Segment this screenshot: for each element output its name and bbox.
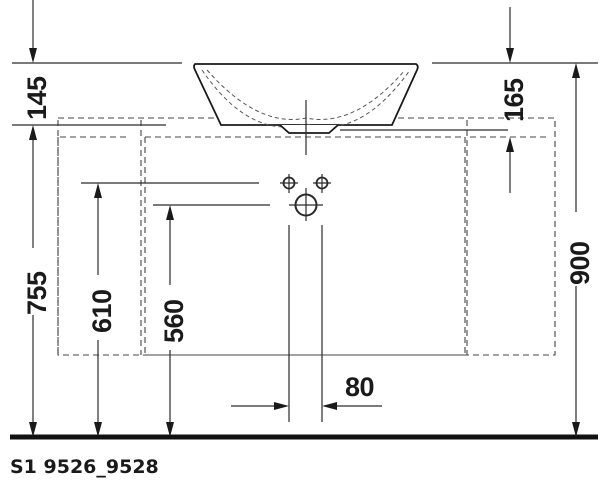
dim-label-145: 145 — [22, 76, 52, 120]
dimension-overall-height: 900 — [565, 63, 595, 437]
basin-body — [193, 63, 419, 126]
vessel-basin — [193, 63, 419, 155]
dim-label-900: 900 — [565, 241, 595, 285]
dim-label-560: 560 — [159, 299, 189, 343]
basin-bowl-inner — [201, 69, 411, 128]
product-reference-code: S1 9526_9528 — [10, 456, 159, 478]
dim-label-610: 610 — [87, 289, 117, 333]
dim-label-755: 755 — [22, 271, 52, 315]
drain-outlet — [289, 188, 323, 221]
dimension-valve-spacing: 80 — [231, 372, 382, 410]
dimension-top-to-counter: 165 — [499, 7, 529, 193]
dimension-basin-height: 145 — [22, 0, 52, 140]
dim-label-80: 80 — [345, 372, 374, 402]
center-compartment — [144, 137, 466, 356]
supply-valve-left — [280, 174, 298, 193]
dimension-floor-to-counter: 755 — [22, 140, 52, 437]
supply-valve-right — [313, 174, 331, 193]
dimension-floor-to-drain: 560 — [159, 205, 189, 437]
drain-foot — [279, 124, 339, 134]
dimension-floor-to-valves: 610 — [87, 183, 117, 437]
dim-label-165: 165 — [499, 78, 529, 122]
